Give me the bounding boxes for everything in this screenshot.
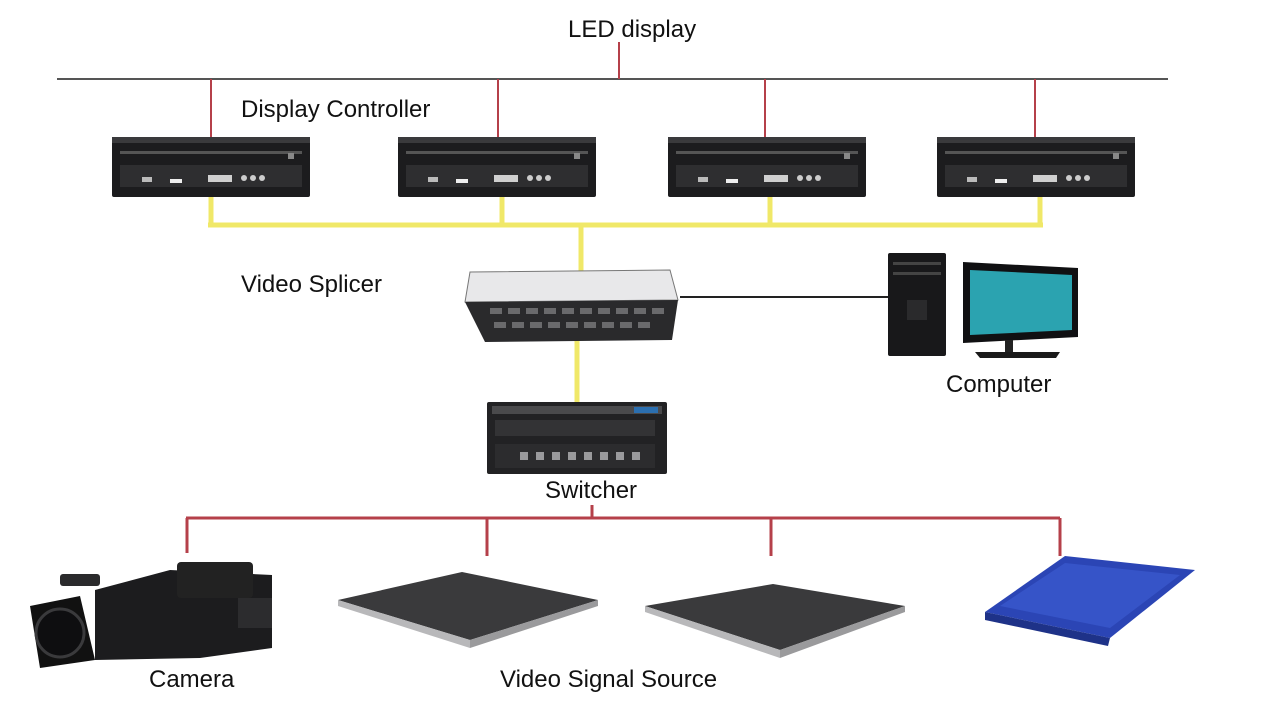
video-signal-source-label: Video Signal Source: [500, 666, 718, 693]
source-bus: [185, 505, 1062, 556]
computer-tower-icon: [888, 253, 946, 356]
display-controller-label: Display Controller: [241, 96, 431, 123]
led-display-drops: [210, 42, 1036, 140]
controller-yellow-links: [208, 197, 1043, 405]
computer-label: Computer: [946, 371, 1052, 398]
display-controller-icon: [668, 137, 866, 197]
display-controller-icon: [112, 137, 310, 197]
external-hdd-icon: [985, 556, 1195, 646]
display-controller-icon: [937, 137, 1135, 197]
laptop-icon: [645, 584, 905, 658]
video-splicer-label: Video Splicer: [241, 271, 382, 298]
camera-icon: [30, 562, 272, 668]
switcher-label: Switcher: [545, 477, 638, 504]
laptop-icon: [338, 572, 598, 648]
video-splicer-icon: [464, 269, 679, 342]
switcher-icon: [487, 402, 667, 474]
monitor-icon: [963, 262, 1078, 358]
display-controller-icon: [398, 137, 596, 197]
camera-label: Camera: [149, 666, 235, 693]
led-display-label: LED display: [568, 16, 697, 43]
